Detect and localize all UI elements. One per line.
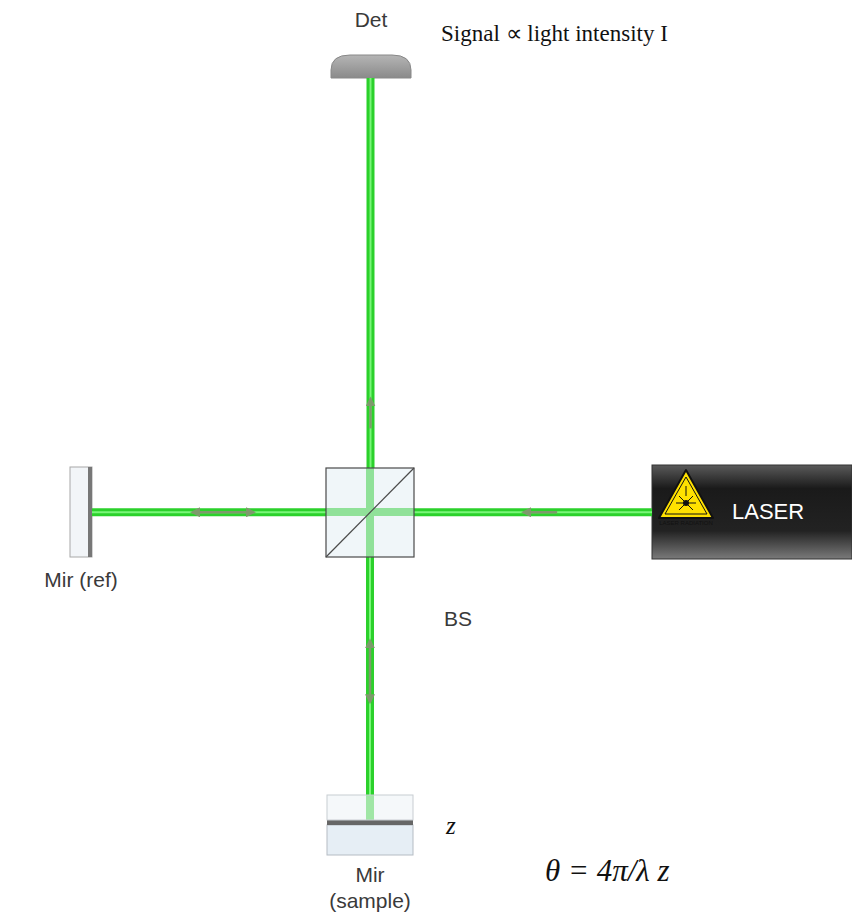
warning-text: LASER RADIATION [659,520,713,526]
detector: Det [329,55,413,78]
beam-core [92,511,326,513]
direction-arrow [523,511,557,514]
beam-core [369,557,371,795]
sample-glass [327,795,413,820]
reference-mirror [70,467,92,557]
beam-splitter: BS [326,468,414,557]
phase-formula: θ = 4π/λ z [545,853,670,889]
laser-beam [366,557,374,795]
beam-core [414,511,652,513]
direction-arrow [369,640,372,702]
beam-core [370,78,372,468]
beam-glow [363,78,379,468]
laser-beam-group [92,512,326,513]
node-label: Det [355,7,388,33]
beam-glow [414,504,652,520]
beam-splitter-cube [326,468,414,557]
laser-beam [367,78,375,468]
signal-note: Signal ∝ light intensity I [441,20,668,47]
sample-mirror [327,820,413,855]
laser-beam-group [370,557,371,795]
beam-glow [92,504,326,520]
laser-beam [92,508,326,516]
laser-beam [414,508,652,516]
node-label: Mir (sample) [320,862,420,915]
position-variable: z [446,812,456,840]
beam-glow [362,557,378,795]
laser: LASER [652,465,852,559]
node-label: BS [444,606,472,632]
laser-beam-group [414,512,652,513]
direction-arrow [369,398,372,428]
node-label: Mir (ref) [44,567,117,593]
beam-inner [326,468,414,822]
direction-arrow [192,511,254,514]
laser-beam-group [370,78,371,468]
detector [331,55,411,78]
sample-mirror: Mir (sample) [327,795,413,855]
node-label: LASER [732,498,804,526]
reference-mirror: Mir (ref) [70,467,92,557]
laser-housing [652,465,852,559]
